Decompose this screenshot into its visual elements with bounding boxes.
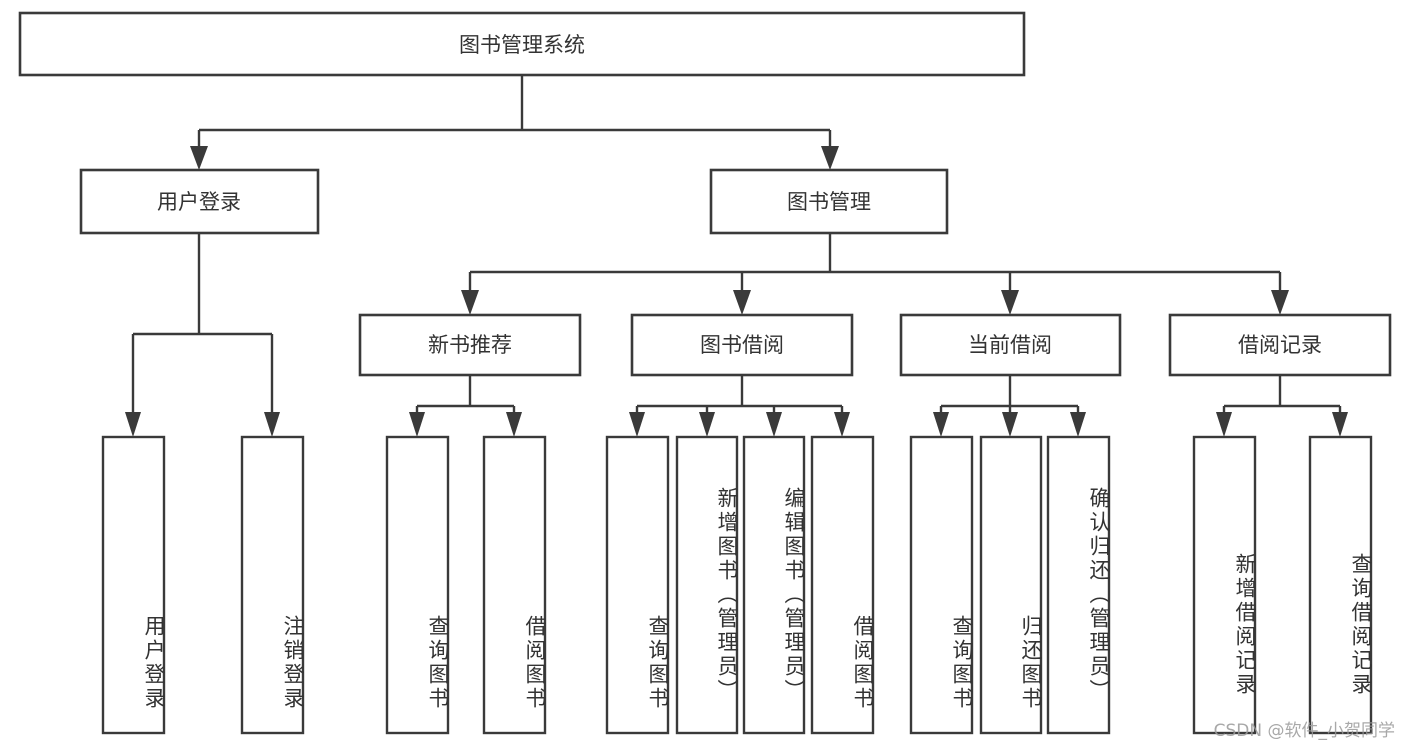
node-new-book-recommend-box[interactable] [358, 313, 582, 377]
node-leaf-query-book-3-box[interactable] [909, 435, 974, 735]
arrow-head-newbook-leaf1 [409, 412, 425, 437]
node-leaf-add-record-box[interactable] [1192, 435, 1257, 735]
node-user-login-label: 用户登录 [157, 190, 241, 214]
connector-root-to-level2 [190, 75, 839, 170]
node-leaf-confirm-return-box[interactable] [1046, 435, 1111, 735]
node-book-borrow-box[interactable] [630, 313, 854, 377]
arrow-head-currentborrow-leaf2 [1002, 412, 1018, 437]
connector-userlogin-to-leaves [125, 233, 280, 437]
node-leaf-logout-box[interactable] [240, 435, 305, 735]
arrow-head-bookborrow-leaf2 [699, 412, 715, 437]
connector-newbook-to-leaves [409, 375, 522, 437]
node-book-management-label: 图书管理 [787, 190, 871, 214]
arrow-head-book-borrow [733, 290, 751, 315]
arrow-head-borrow-record [1271, 290, 1289, 315]
node-leaf-borrow-book-2-box[interactable] [810, 435, 875, 735]
node-leaf-query-record-box[interactable] [1308, 435, 1373, 735]
connector-bookmgmt-to-level3 [461, 233, 1289, 315]
arrow-head-book-mgmt [821, 146, 839, 170]
node-leaf-query-book-1-box[interactable] [385, 435, 450, 735]
arrow-head-user-login [190, 146, 208, 170]
arrow-head-newbook-leaf2 [506, 412, 522, 437]
node-leaf-borrow-book-1-box[interactable] [482, 435, 547, 735]
arrow-head-new-book [461, 290, 479, 315]
node-borrow-record-box[interactable] [1168, 313, 1392, 377]
node-current-borrow-box[interactable] [899, 313, 1122, 377]
node-current-borrow-label: 当前借阅 [968, 333, 1052, 357]
node-leaf-edit-book-box[interactable] [742, 435, 806, 735]
node-leaf-return-book-box[interactable] [979, 435, 1043, 735]
arrow-head-userlogin-leaf2 [264, 412, 280, 437]
node-new-book-recommend-label: 新书推荐 [428, 333, 512, 357]
arrow-head-currentborrow-leaf3 [1070, 412, 1086, 437]
node-borrow-record-label: 借阅记录 [1238, 333, 1322, 357]
arrow-head-borrowrecord-leaf1 [1216, 412, 1232, 437]
arrow-head-bookborrow-leaf4 [834, 412, 850, 437]
connector-currentborrow-to-leaves [933, 375, 1086, 437]
node-root-label: 图书管理系统 [459, 33, 585, 57]
arrow-head-bookborrow-leaf1 [629, 412, 645, 437]
node-leaf-query-book-2-box[interactable] [605, 435, 670, 735]
arrow-head-current-borrow [1001, 290, 1019, 315]
node-root-box[interactable] [18, 11, 1026, 77]
node-user-login-box[interactable] [79, 168, 320, 235]
connector-borrowrecord-to-leaves [1216, 375, 1348, 437]
csdn-watermark: CSDN @软件_小贺同学 [1213, 721, 1395, 741]
arrow-head-borrowrecord-leaf2 [1332, 412, 1348, 437]
node-book-borrow-label: 图书借阅 [700, 333, 784, 357]
arrow-head-userlogin-leaf1 [125, 412, 141, 437]
connector-bookborrow-to-leaves [629, 375, 850, 437]
arrow-head-bookborrow-leaf3 [766, 412, 782, 437]
node-leaf-user-login-box[interactable] [101, 435, 166, 735]
node-book-management-box[interactable] [709, 168, 949, 235]
node-leaf-add-book-box[interactable] [675, 435, 739, 735]
arrow-head-currentborrow-leaf1 [933, 412, 949, 437]
